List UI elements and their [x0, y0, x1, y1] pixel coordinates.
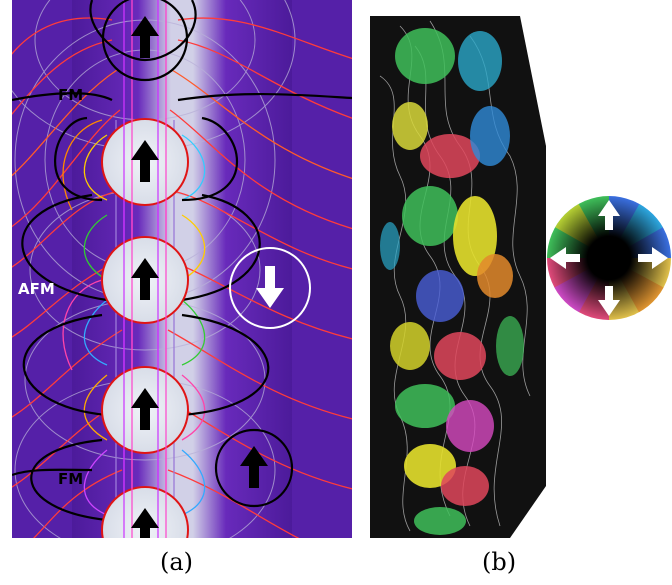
- caption-a: (a): [160, 548, 194, 576]
- field-lines-left: [12, 17, 123, 538]
- arrow-up-icon: [598, 200, 620, 230]
- arrow-up-icon: [131, 508, 159, 538]
- top-ring: [101, 0, 189, 82]
- panel-b-image: [370, 16, 546, 538]
- arrow-down-icon: [598, 286, 620, 316]
- arrow-right-icon: [638, 247, 668, 269]
- arrow-up-icon: [131, 258, 159, 300]
- arrow-down-icon: [256, 266, 284, 308]
- arrow-up-icon: [131, 16, 159, 58]
- fm-side-ring: [214, 428, 294, 508]
- caption-b: (b): [482, 548, 517, 576]
- wheel-arrows: [550, 200, 668, 316]
- field-lines-right: [167, 17, 352, 538]
- core-inner-lines: [123, 118, 167, 538]
- label-afm: AFM: [18, 280, 55, 298]
- panel-b-vectors: [380, 28, 524, 535]
- panel-b-background: [370, 16, 546, 538]
- color-wheel-svg: [547, 196, 671, 320]
- moment-arrows: [131, 16, 284, 538]
- label-fm-top: FM: [58, 86, 83, 104]
- afm-side-ring: [229, 247, 311, 329]
- panel-a-svg: FM AFM FM: [12, 0, 352, 538]
- color-wheel-legend: [546, 192, 672, 325]
- arrow-up-icon: [240, 446, 268, 488]
- arrow-up-icon: [131, 388, 159, 430]
- arrow-left-icon: [550, 247, 580, 269]
- domain-boundaries: [12, 0, 352, 522]
- label-fm-bottom: FM: [58, 470, 83, 488]
- arrow-up-icon: [131, 140, 159, 182]
- panel-a-diagram: FM AFM FM: [12, 0, 352, 538]
- panel-b-svg: [370, 16, 546, 538]
